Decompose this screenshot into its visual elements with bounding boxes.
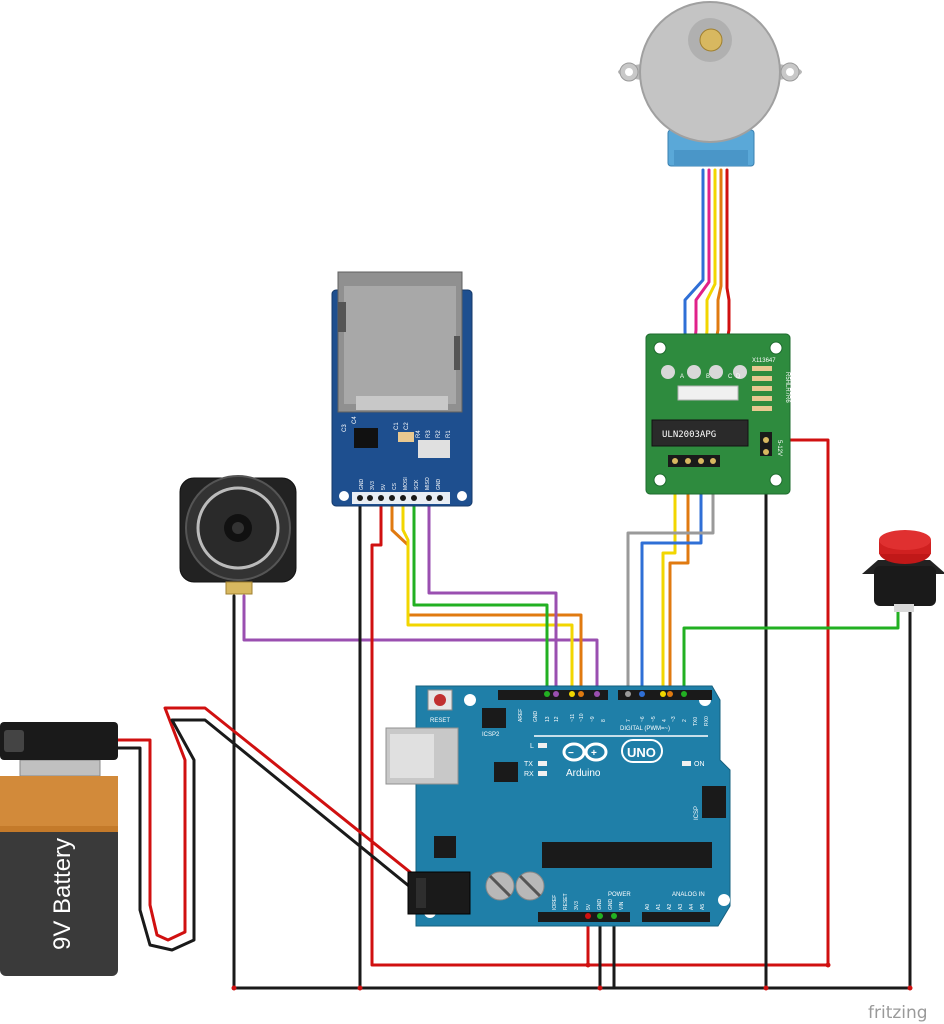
- pin-9: ~9: [590, 716, 596, 722]
- digital-label: DIGITAL (PWM=~): [620, 726, 670, 732]
- led-tx-label: TX: [524, 761, 533, 768]
- sd-component-c3: C3: [342, 424, 348, 432]
- sd-pin-miso: MISO: [425, 477, 431, 490]
- top-pin-labels: AREF GND 13 12 ~11 ~10 ~9 8 7 ~6 ~5 4 ~3…: [518, 709, 710, 726]
- power-pin-labels: IOREF RESET 3V3 5V GND GND VIN: [552, 893, 625, 910]
- analog-label: ANALOG IN: [672, 892, 705, 898]
- pin-4: 4: [662, 719, 668, 722]
- wire-sd-sck: [412, 498, 549, 696]
- sd-component-r3: R3: [426, 430, 432, 438]
- driver-resistor-label: R5HLR7R6: [784, 372, 790, 403]
- pin-1: TX0: [693, 717, 699, 726]
- svg-text:−: −: [568, 748, 574, 759]
- sd-component-c4: C4: [352, 416, 358, 424]
- pin-vin: VIN: [619, 901, 625, 910]
- led-l-label: L: [530, 743, 534, 750]
- pin-0: RX0: [704, 716, 710, 726]
- wire-driver-in3: [640, 463, 703, 696]
- pin-3: ~3: [671, 716, 677, 722]
- phase-label-c: C: [728, 374, 733, 380]
- sd-pin-3v3: 3V3: [370, 481, 376, 490]
- icsp-label: ICSP: [694, 806, 700, 820]
- fritzing-watermark: fritzing: [868, 1003, 928, 1023]
- pin-reset: RESET: [563, 893, 569, 910]
- wire-sd-mosi: [401, 498, 574, 696]
- pin-12: 12: [554, 716, 560, 722]
- pin-6: ~6: [640, 716, 646, 722]
- pin-a5: A5: [700, 904, 706, 910]
- pin-a0: A0: [645, 904, 651, 910]
- junctions: [231, 962, 913, 991]
- pin-a3: A3: [678, 904, 684, 910]
- sd-component-r4: R4: [416, 430, 422, 438]
- wire-arduino-gnd2: [612, 914, 622, 990]
- push-button: [862, 530, 944, 612]
- arduino-logo: − + UNO Arduino: [562, 739, 663, 779]
- pin-a4: A4: [689, 904, 695, 910]
- pin-8: 8: [601, 719, 607, 722]
- phase-label-d: D: [736, 374, 741, 380]
- uln2003-driver-board: A B C D X113647 R5HLR7R6 ULN2003APG 5-12…: [645, 333, 791, 495]
- sd-component-c1: C1: [394, 422, 400, 430]
- driver-chip-label: ULN2003APG: [662, 430, 716, 440]
- pin-13: 13: [545, 716, 551, 722]
- sd-pin-mosi: MOSI: [403, 477, 409, 490]
- pin-3v3: 3V3: [574, 901, 580, 910]
- driver-code-label: X113647: [752, 358, 776, 364]
- header-wire-ends: [544, 691, 687, 919]
- pin-aref: AREF: [518, 709, 524, 722]
- battery-label: 9V Battery: [49, 838, 76, 950]
- wire-battery-red: [114, 706, 422, 942]
- wire-sd-5v: [370, 498, 830, 967]
- wire-button-signal: [682, 608, 900, 696]
- pin-gnd-a: GND: [597, 899, 603, 911]
- power-label: POWER: [608, 892, 631, 898]
- phase-label-a: A: [680, 374, 684, 380]
- pin-gnd: GND: [533, 711, 539, 723]
- battery-9v: 9V Battery: [0, 722, 118, 976]
- pin-10: ~10: [579, 713, 585, 722]
- wire-sd-cs: [390, 498, 583, 696]
- arduino-uno: RESET ICSP2 AREF GND 13 12 ~11 ~10 ~9 8 …: [385, 685, 731, 927]
- pin-5v: 5V: [586, 903, 592, 910]
- svg-text:+: +: [591, 748, 597, 759]
- led-on-label: ON: [694, 761, 705, 768]
- pin-11: ~11: [570, 714, 576, 722]
- reset-label: RESET: [430, 718, 450, 724]
- model-label: UNO: [627, 745, 656, 760]
- brand-label: Arduino: [566, 768, 601, 779]
- sd-pin-gnd: GND: [359, 479, 365, 491]
- pin-2: 2: [682, 719, 688, 722]
- sd-card-module: C3 C4 C1 C2 R4 R3 R2 R1 GND 3V3 5V CS MO…: [331, 271, 473, 507]
- driver-power-label: 5-12V: [776, 440, 782, 456]
- pin-a2: A2: [667, 904, 673, 910]
- pin-a1: A1: [656, 904, 662, 910]
- icsp2-label: ICSP2: [482, 732, 500, 738]
- wire-sd-miso: [427, 498, 558, 696]
- sd-header: [352, 492, 450, 504]
- sd-pin-cs: CS: [392, 482, 398, 490]
- sd-component-r1: R1: [446, 430, 452, 438]
- pin-5: ~5: [651, 716, 657, 722]
- pin-ioref: IOREF: [552, 895, 558, 910]
- wire-speaker-signal: [242, 594, 599, 696]
- sd-component-c2: C2: [404, 422, 410, 430]
- wire-driver-in1: [661, 463, 677, 696]
- sd-component-r2: R2: [436, 430, 442, 438]
- led-rx-label: RX: [524, 771, 534, 778]
- sd-pin-5v: 5V: [381, 483, 387, 490]
- wire-driver-in4: [626, 463, 715, 696]
- wire-battery-black: [114, 718, 422, 952]
- sd-pin-gnd2: GND: [436, 479, 442, 491]
- pin-gnd-b: GND: [608, 899, 614, 911]
- wire-driver-in2: [668, 463, 690, 696]
- phase-label-b: B: [706, 374, 710, 380]
- pin-7: 7: [626, 719, 632, 722]
- sd-pin-sck: SCK: [414, 479, 420, 490]
- wire-driver-vcc: [764, 438, 830, 967]
- stepper-motor: [618, 1, 802, 167]
- analog-pin-labels: A0 A1 A2 A3 A4 A5: [645, 904, 706, 910]
- speaker: [179, 475, 297, 595]
